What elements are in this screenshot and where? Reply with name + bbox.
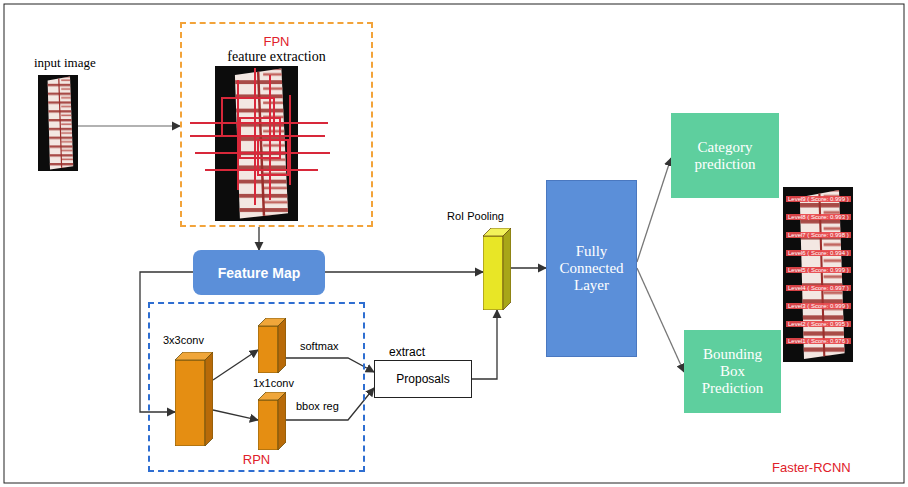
detection-label: Level6 ( Score: 0.994 ) [788,250,849,256]
output-box: Category prediction [671,113,779,198]
input-photo [38,75,78,171]
slab-face [258,326,278,373]
fpn-photo [215,66,298,221]
arrow-connector [637,268,684,372]
fpn-region: FPNfeature extraction [180,22,373,227]
detection-label: Level7 ( Score: 0.998 ) [788,232,849,238]
frame [4,4,904,483]
detection-tag: Level7 ( Score: 0.998 ) [786,232,851,238]
slab-face [278,392,286,450]
detection-tag: Level8 ( Score: 0.993 ) [786,214,851,220]
detection-label: Level5 ( Score: 0.999 ) [788,267,849,273]
output-photo [783,187,853,362]
detection-tag: Level9 ( Score: 0.999 ) [786,196,851,202]
fpn-grid-lines [190,68,330,205]
image-label: input image [34,55,96,71]
slab-face [205,352,213,446]
arrow-connector [637,158,671,262]
region-subtitle: feature extraction [182,49,371,65]
box-label: Bounding Box Prediction [690,346,775,397]
detection-label: Level2 ( Score: 0.995 ) [788,321,849,327]
layer-slab [175,352,213,446]
step-label: extract [389,345,425,359]
detection-label: Level4 ( Score: 0.997 ) [788,285,849,291]
arrow-connector [325,271,483,272]
box-label: Category prediction [677,139,773,173]
arrow-connector [511,267,546,268]
arrow-connector [286,388,374,420]
roi-pooling-layer: RoI Pooling [483,228,511,310]
detection-label: Level3 ( Score: 0.999 ) [788,303,849,309]
arrow-connector [78,125,180,126]
detection-tag: Level1 ( Score: 0.976 ) [786,338,851,344]
output-box: Bounding Box Prediction [684,330,781,413]
branch-label: bbox reg [296,400,339,412]
detection-tag: Level3 ( Score: 0.999 ) [786,303,851,309]
detection-tag: Level4 ( Score: 0.997 ) [786,285,851,291]
feature-map-box: Feature Map [193,250,325,295]
detection-label: Level1 ( Score: 0.976 ) [788,338,849,344]
region-title: RPN [150,452,363,467]
figure-tag: Faster-RCNN [772,460,851,475]
slab-face [483,236,503,310]
detection-label: Level9 ( Score: 0.999 ) [788,196,849,202]
arrow-connector [213,350,258,380]
slab-face [175,360,205,446]
detection-tag: Level6 ( Score: 0.994 ) [786,250,851,256]
slab-face [278,318,286,373]
layer-label: 3x3conv [163,334,204,346]
detection-tag: Level5 ( Score: 0.999 ) [786,267,851,273]
proposals-box: extractProposals [374,360,472,398]
region-title: FPN [182,34,371,49]
conv-layer: softmax [258,318,286,373]
layer-label: 1x1conv [253,377,294,389]
layer-slab [258,318,286,373]
layer-slab [483,228,511,310]
conv-layer: 3x3conv [175,352,213,446]
detection-tag: Level2 ( Score: 0.995 ) [786,321,851,327]
input-image: input image [38,75,78,171]
arrow-connector [286,358,374,372]
arrow-connector [213,410,258,420]
slab-face [258,400,278,450]
box-label: Fully Connected Layer [553,243,630,294]
box-label: Feature Map [218,265,300,281]
fc-layer-box: Fully Connected Layer [546,180,637,357]
box-label: Proposals [396,372,449,386]
conv-layer: bbox reg [258,392,286,450]
detection-label: Level8 ( Score: 0.993 ) [788,214,849,220]
slab-face [503,228,511,310]
arrow-connector [472,310,497,379]
layer-slab [258,392,286,450]
arrow-connector [258,227,259,250]
layer-label: RoI Pooling [447,210,504,222]
branch-label: softmax [300,340,339,352]
